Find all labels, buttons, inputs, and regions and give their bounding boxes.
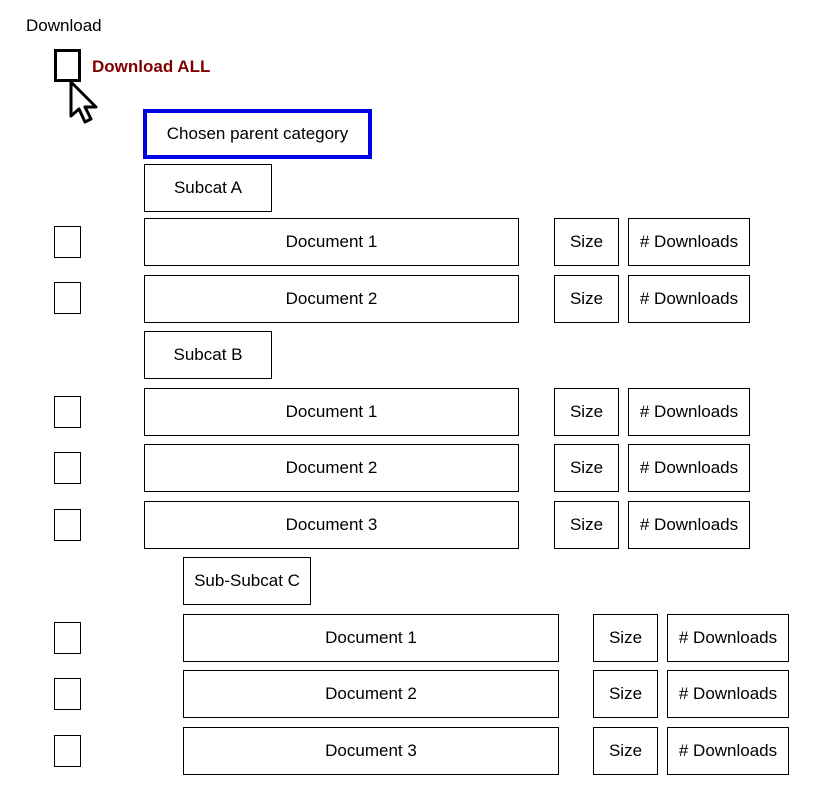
document-size: Size [554,444,619,492]
document-size: Size [593,670,658,718]
document-name[interactable]: Document 2 [144,275,519,323]
document-downloads: # Downloads [667,614,789,662]
download-all-label: Download ALL [92,57,211,76]
document-checkbox[interactable] [54,396,81,428]
page-title: Download [26,16,102,35]
mouse-pointer-icon [69,80,98,124]
download-all-checkbox[interactable] [54,49,81,82]
document-checkbox[interactable] [54,282,81,314]
document-name[interactable]: Document 2 [144,444,519,492]
document-downloads: # Downloads [628,218,750,266]
document-size: Size [554,218,619,266]
document-name[interactable]: Document 2 [183,670,559,718]
document-name[interactable]: Document 3 [183,727,559,775]
document-downloads: # Downloads [667,670,789,718]
document-checkbox[interactable] [54,226,81,258]
document-size: Size [593,727,658,775]
subcategory-header-b[interactable]: Subcat B [144,331,272,379]
subcategory-header-a[interactable]: Subcat A [144,164,272,212]
document-checkbox[interactable] [54,509,81,541]
document-size: Size [554,501,619,549]
document-checkbox[interactable] [54,622,81,654]
document-downloads: # Downloads [628,388,750,436]
document-name[interactable]: Document 1 [144,388,519,436]
document-name[interactable]: Document 1 [183,614,559,662]
document-downloads: # Downloads [628,444,750,492]
document-downloads: # Downloads [628,501,750,549]
document-downloads: # Downloads [667,727,789,775]
document-downloads: # Downloads [628,275,750,323]
document-checkbox[interactable] [54,452,81,484]
subcategory-header-c[interactable]: Sub-Subcat C [183,557,311,605]
document-size: Size [593,614,658,662]
document-checkbox[interactable] [54,735,81,767]
document-name[interactable]: Document 3 [144,501,519,549]
document-name[interactable]: Document 1 [144,218,519,266]
parent-category[interactable]: Chosen parent category [143,109,372,159]
document-size: Size [554,388,619,436]
document-size: Size [554,275,619,323]
document-checkbox[interactable] [54,678,81,710]
